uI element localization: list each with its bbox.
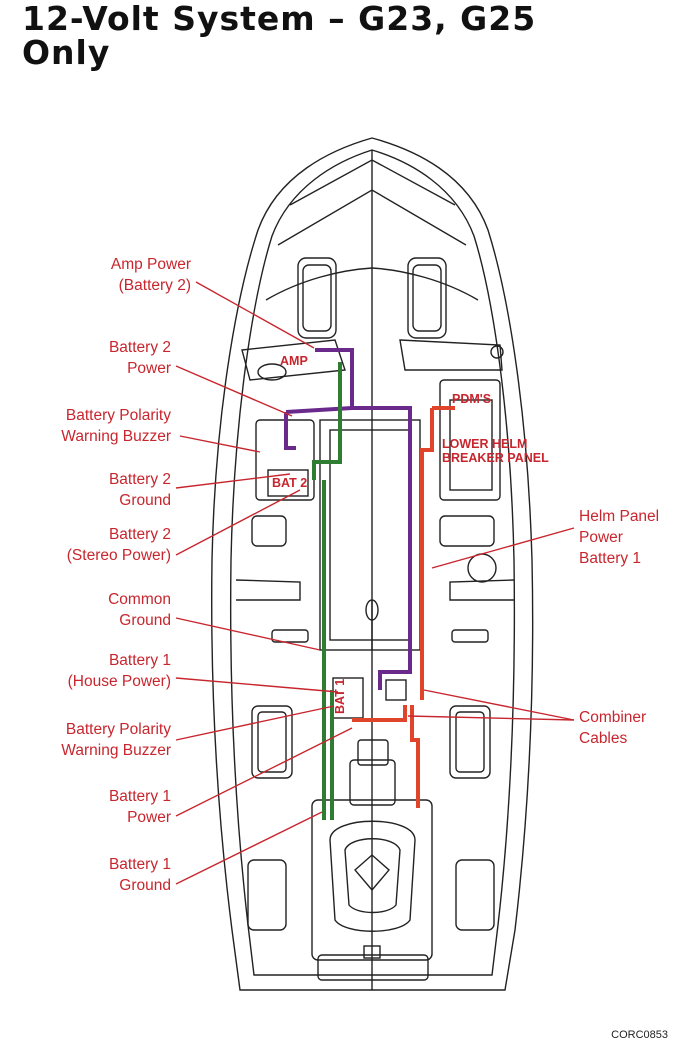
label-polarity-buzzer-2-line-1: Battery Polarity <box>65 407 171 424</box>
label-leader-lines <box>175 281 575 885</box>
label-battery-2-ground-line-2: Ground <box>119 492 171 509</box>
label-combiner-line-1: Combiner <box>579 709 647 726</box>
label-battery-2-ground-line-1: Battery 2 <box>108 471 171 488</box>
label-helm-panel-line-3: Battery 1 <box>579 550 642 567</box>
label-battery-2-stereo-line-2: (Stereo Power) <box>66 547 171 564</box>
tag-lower-helm-line-2: BREAKER PANEL <box>442 451 549 465</box>
tag-pdms: PDM'S <box>452 392 492 406</box>
figure-code: CORC0853 <box>611 1029 668 1041</box>
label-battery-1-house: Battery 1 (House Power) <box>68 650 171 692</box>
label-battery-1-ground: Battery 1 Ground <box>109 854 171 896</box>
title-line-2: Only <box>22 33 111 72</box>
label-helm-panel-line-1: Helm Panel <box>579 508 660 525</box>
label-battery-2-power-line-2: Power <box>127 360 171 377</box>
label-battery-2-ground: Battery 2 Ground <box>109 469 171 511</box>
label-polarity-buzzer-2: Battery Polarity Warning Buzzer <box>61 405 171 447</box>
label-battery-1-power-line-1: Battery 1 <box>108 788 171 805</box>
tag-bat-2: BAT 2 <box>272 476 308 490</box>
battery-1-wiring <box>352 406 455 808</box>
label-battery-1-ground-line-1: Battery 1 <box>108 856 171 873</box>
boat-hull-outline <box>210 137 534 991</box>
label-amp-power-line-2: (Battery 2) <box>118 277 191 294</box>
label-common-ground-line-1: Common <box>108 591 171 608</box>
label-combiner-cables: Combiner Cables <box>579 707 646 749</box>
title-line-1: 12-Volt System – G23, G25 <box>22 0 537 38</box>
label-common-ground-line-2: Ground <box>119 612 171 629</box>
ground-wiring <box>312 362 342 820</box>
label-battery-1-power: Battery 1 Power <box>109 786 171 828</box>
label-battery-1-house-line-1: Battery 1 <box>108 652 171 669</box>
label-battery-2-stereo: Battery 2 (Stereo Power) <box>67 524 171 566</box>
tag-lower-helm-line-1: LOWER HELM <box>442 437 528 451</box>
label-polarity-buzzer-1-line-2: Warning Buzzer <box>61 742 171 759</box>
label-battery-2-stereo-line-1: Battery 2 <box>108 526 171 543</box>
label-battery-1-ground-line-2: Ground <box>119 877 171 894</box>
label-battery-1-power-line-2: Power <box>127 809 171 826</box>
label-amp-power: Amp Power (Battery 2) <box>111 254 191 296</box>
label-combiner-line-2: Cables <box>579 730 628 747</box>
label-polarity-buzzer-1: Battery Polarity Warning Buzzer <box>61 719 171 761</box>
tag-bat-1: BAT 1 <box>333 678 347 714</box>
label-battery-1-house-line-2: (House Power) <box>67 673 171 690</box>
label-battery-2-power-line-1: Battery 2 <box>108 339 171 356</box>
tag-amp: AMP <box>280 354 308 368</box>
label-helm-panel-line-2: Power <box>579 529 623 546</box>
tag-lower-helm-breaker: LOWER HELM BREAKER PANEL <box>442 437 549 465</box>
label-helm-panel-power: Helm Panel Power Battery 1 <box>579 506 659 569</box>
label-battery-2-power: Battery 2 Power <box>109 337 171 379</box>
label-common-ground: Common Ground <box>108 589 171 631</box>
battery-2-wiring <box>284 348 412 690</box>
label-polarity-buzzer-2-line-2: Warning Buzzer <box>61 428 171 445</box>
label-polarity-buzzer-1-line-1: Battery Polarity <box>65 721 171 738</box>
label-amp-power-line-1: Amp Power <box>110 256 191 273</box>
diagram-title: 12-Volt System – G23, G25 Only <box>22 2 536 70</box>
